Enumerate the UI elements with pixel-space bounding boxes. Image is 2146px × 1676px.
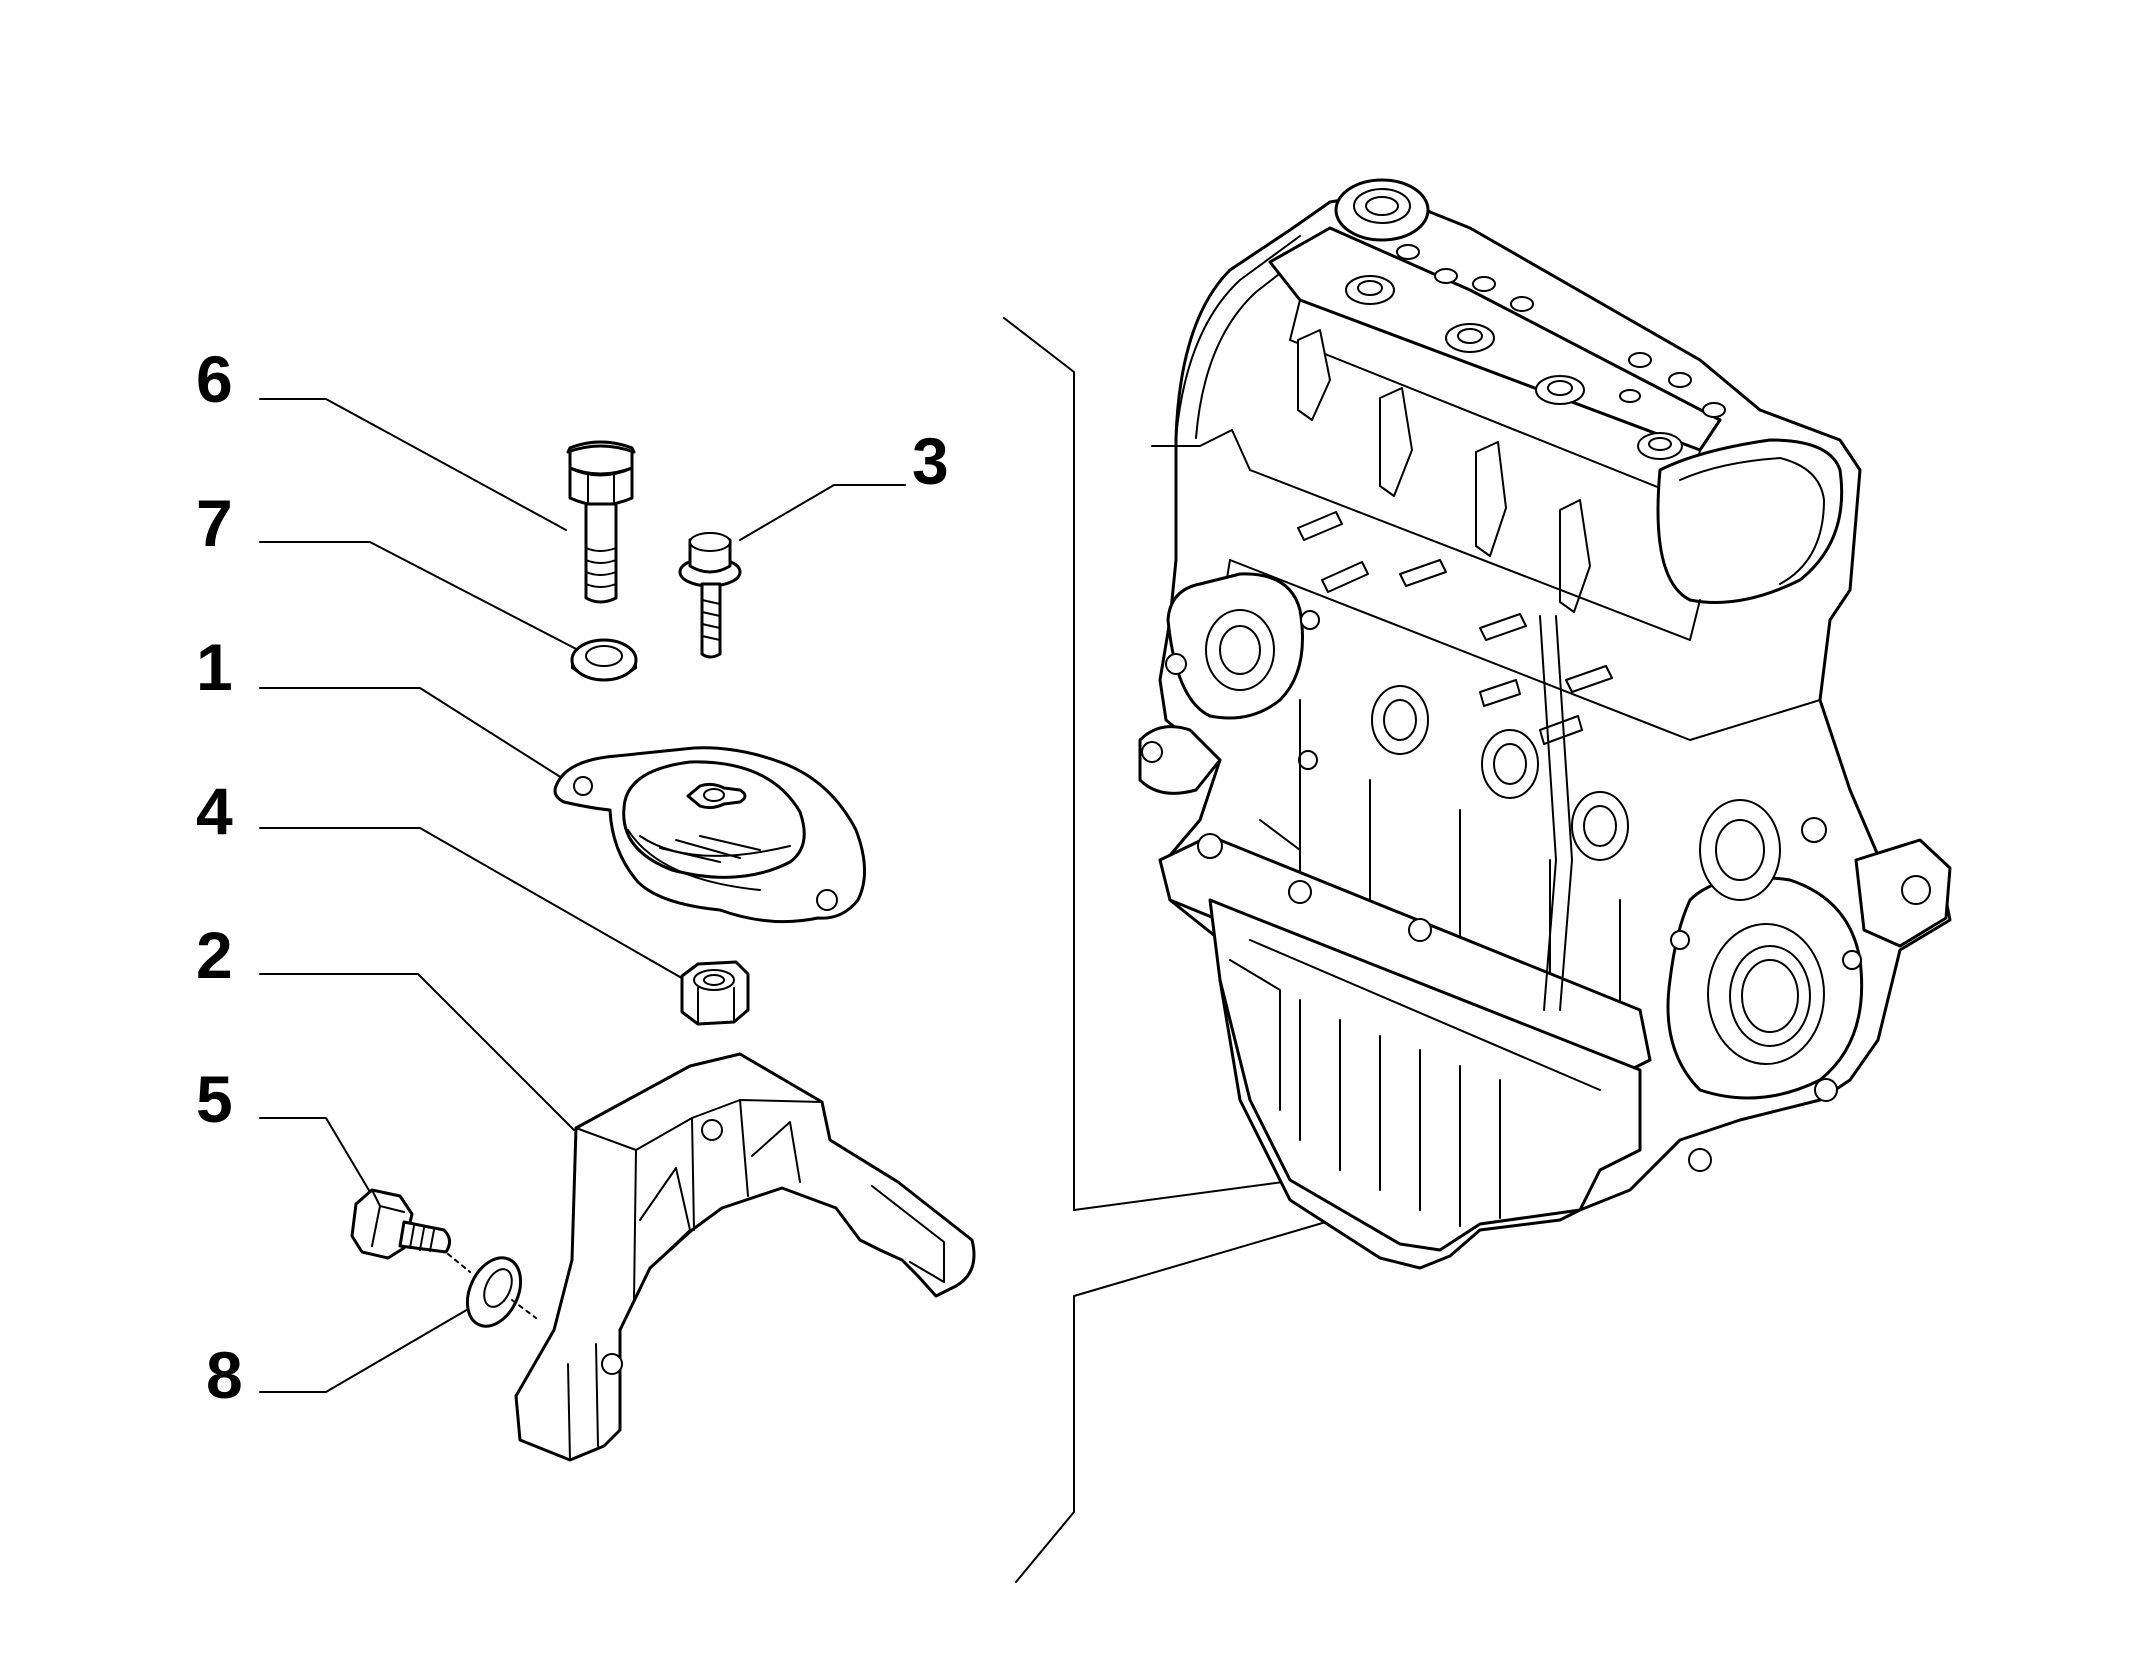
bracket-upper: [1003, 317, 1075, 1211]
leader-1: [259, 687, 563, 779]
callout-5: 5: [196, 1062, 233, 1136]
part-7-washer: [570, 638, 638, 682]
leader-6: [259, 398, 567, 531]
callout-3: 3: [912, 424, 949, 498]
engine-assembly: [1138, 178, 1952, 1270]
callout-7: 7: [196, 486, 233, 560]
leader-5: [259, 1117, 371, 1193]
part-6-long-bolt: [566, 440, 636, 604]
callout-1: 1: [196, 630, 233, 704]
leader-lines: [259, 398, 906, 1393]
callout-numbers: 6 7 1 4 2 5 8 3: [196, 342, 949, 1412]
callout-8: 8: [206, 1338, 243, 1412]
bracket-lower: [1015, 1295, 1075, 1583]
callout-2: 2: [196, 918, 233, 992]
leader-3: [739, 484, 906, 541]
part-3-flanged-bolt: [678, 532, 742, 659]
leader-8: [259, 1307, 471, 1393]
callout-6: 6: [196, 342, 233, 416]
part-4-nut: [680, 960, 750, 1026]
leader-4: [259, 827, 695, 986]
callout-4: 4: [196, 774, 233, 848]
part-2-support-bracket: [514, 1052, 976, 1462]
leader-7: [259, 541, 583, 653]
part-1-engine-mount: [553, 746, 867, 924]
leader-2: [259, 973, 575, 1131]
part-8-washer: [465, 1256, 537, 1328]
part-5-hex-bolt: [350, 1188, 471, 1273]
